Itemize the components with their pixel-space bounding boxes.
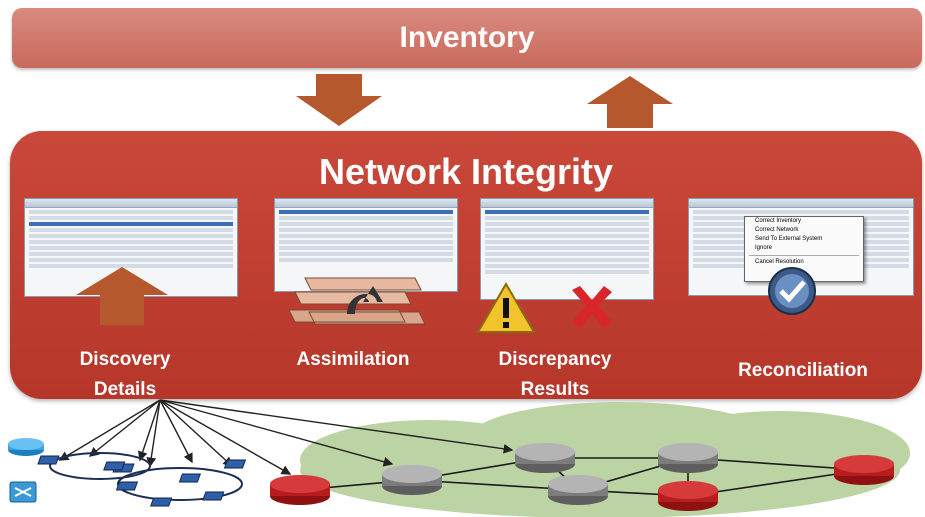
menu-item-send-external[interactable]: Send To External System — [755, 236, 823, 242]
assimilation-merge-icon — [288, 277, 426, 325]
menu-item-correct-inventory[interactable]: Correct Inventory — [755, 218, 802, 224]
error-x-icon — [572, 286, 612, 328]
network-integrity-title: Network Integrity — [318, 151, 614, 192]
inventory-title: Inventory — [399, 21, 535, 54]
switch-icon — [9, 481, 37, 503]
menu-item-cancel-resolution[interactable]: Cancel Resolution — [755, 259, 804, 265]
red-router — [834, 455, 894, 485]
red-router — [658, 481, 718, 511]
gray-router — [382, 465, 442, 495]
down-arrow-icon — [296, 74, 382, 126]
discovery-up-arrow-icon — [76, 267, 168, 325]
up-arrow-icon — [587, 76, 673, 128]
gray-router — [658, 443, 718, 473]
stage-label-discovery: Discovery Details — [79, 349, 171, 400]
discrepancy-results-screenshot — [480, 198, 654, 300]
discovery-probe-arrows — [58, 399, 514, 475]
inventory-banner: Inventory — [12, 8, 922, 68]
stage-label-discrepancy: Discrepancy Results — [498, 349, 612, 400]
ring-right — [117, 467, 243, 501]
ring-switches — [37, 455, 247, 507]
discovery-details-screenshot — [24, 198, 238, 297]
menu-item-correct-network[interactable]: Correct Network — [755, 227, 799, 233]
gray-router — [515, 443, 575, 473]
ring-left — [49, 452, 151, 480]
network-topology — [8, 399, 910, 517]
stage-label-reconciliation: Reconciliation — [738, 360, 868, 381]
checkmark-icon — [768, 267, 816, 315]
stage-label-assimilation: Assimilation — [296, 349, 410, 370]
menu-item-ignore[interactable]: Ignore — [755, 245, 773, 251]
assimilation-screenshot — [274, 198, 458, 292]
red-router — [270, 475, 330, 505]
warning-icon — [476, 282, 536, 333]
gray-router — [548, 475, 608, 505]
edge-router-icon — [8, 438, 44, 456]
